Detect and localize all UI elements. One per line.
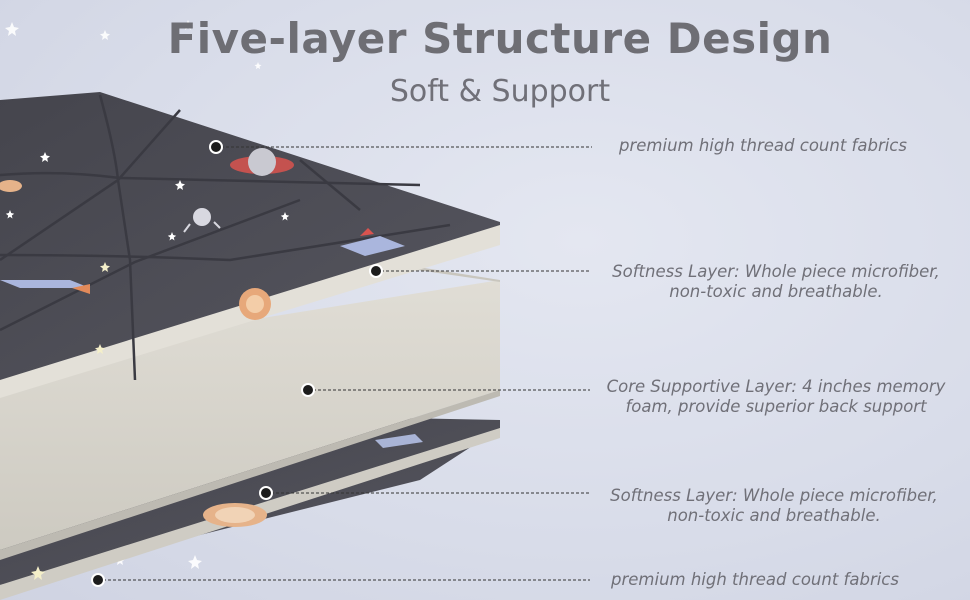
star-icon — [100, 262, 110, 272]
leader-lines — [98, 146, 592, 581]
star-icon — [183, 20, 193, 30]
layer-label-core: Core Supportive Layer: 4 inches memory f… — [598, 377, 954, 417]
star-icon — [31, 566, 45, 580]
leader-dot — [209, 140, 223, 154]
star-icon — [188, 555, 202, 569]
rocket-icon — [0, 280, 90, 294]
star-icon — [167, 232, 177, 241]
rocket-icon — [375, 434, 423, 448]
planet-icon — [0, 180, 22, 192]
star-icon — [5, 210, 15, 219]
planet-icon — [230, 148, 294, 176]
layer-label-line: Softness Layer: Whole piece microfiber, — [610, 486, 938, 505]
star-icon — [254, 62, 262, 70]
leader-dot — [301, 383, 315, 397]
star-icon — [5, 22, 19, 36]
layer-label-line: premium high thread count fabrics — [619, 136, 907, 155]
layer-label-top-fabric: premium high thread count fabrics — [603, 136, 923, 156]
layer-label-bottom-fabric: premium high thread count fabrics — [595, 570, 915, 590]
layer-label-bottom-softness: Softness Layer: Whole piece microfiber, … — [600, 486, 948, 526]
layer-label-line: non-toxic and breathable. — [667, 506, 881, 525]
star-icon — [280, 212, 290, 221]
star-icon — [175, 180, 185, 190]
layer-label-line: premium high thread count fabrics — [611, 570, 899, 589]
leader-dot — [369, 264, 383, 278]
leader-dot — [91, 573, 105, 587]
page-subtitle: Soft & Support — [389, 74, 611, 109]
layer-label-line: foam, provide superior back support — [625, 397, 927, 416]
leader-dot — [259, 486, 273, 500]
layer-label-line: non-toxic and breathable. — [669, 282, 883, 301]
planet-icon — [239, 288, 271, 320]
satellite-icon — [183, 208, 221, 233]
star-icon — [95, 344, 105, 354]
star-icon — [100, 30, 110, 40]
star-icon — [40, 152, 50, 162]
page-title: Five-layer Structure Design — [167, 14, 833, 63]
rocket-icon — [340, 228, 405, 256]
layer-label-top-softness: Softness Layer: Whole piece microfiber, … — [603, 262, 949, 302]
leader-dots — [91, 140, 383, 587]
layer-label-line: Softness Layer: Whole piece microfiber, — [612, 262, 940, 281]
layer-label-line: Core Supportive Layer: 4 inches memory — [606, 377, 946, 396]
